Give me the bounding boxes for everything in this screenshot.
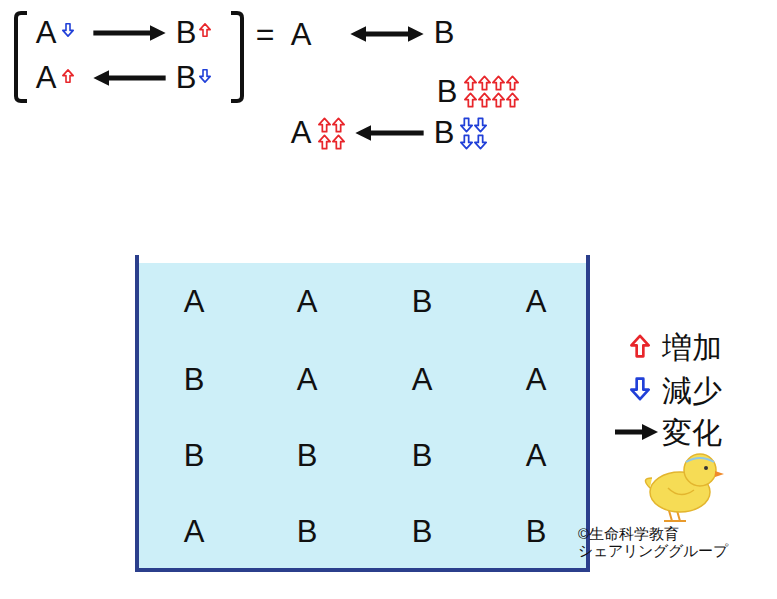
increase-arrow bbox=[333, 135, 344, 148]
species-label: B bbox=[437, 75, 460, 109]
legend-text: 変化 bbox=[662, 416, 722, 449]
molecule-letter: B bbox=[184, 363, 205, 397]
species-label: B bbox=[434, 116, 457, 150]
molecule-letter: B bbox=[412, 439, 433, 473]
species-letter: B bbox=[434, 16, 457, 50]
molecule-letter: B bbox=[526, 515, 547, 549]
copyright-note: ©生命科学教育 シェアリンググループ bbox=[578, 526, 760, 559]
equals-sign: = bbox=[256, 17, 275, 52]
increase-arrow bbox=[319, 135, 330, 148]
legend-increase-arrow bbox=[631, 336, 648, 357]
increase-arrow bbox=[507, 76, 518, 89]
legend-decrease-arrow bbox=[631, 379, 648, 400]
increase-arrow bbox=[493, 76, 504, 89]
molecule-letter: B bbox=[297, 439, 318, 473]
increase-arrow bbox=[493, 93, 504, 106]
chick-illustration bbox=[645, 454, 724, 521]
species-letter: A bbox=[291, 18, 314, 52]
decrease-arrow bbox=[63, 24, 73, 36]
reaction-arrow bbox=[365, 131, 423, 136]
molecule-letter: B bbox=[184, 439, 205, 473]
legend-entry: 増加 bbox=[662, 331, 722, 364]
species-letter: A bbox=[291, 116, 314, 150]
increase-arrow bbox=[200, 24, 210, 36]
increase-arrow bbox=[479, 76, 490, 89]
decrease-arrow bbox=[461, 135, 472, 148]
species-letter: A bbox=[36, 16, 59, 50]
molecule-letter: A bbox=[526, 363, 547, 397]
species-label: B bbox=[434, 16, 457, 50]
species-label: A bbox=[291, 116, 314, 150]
molecule-letter: B bbox=[297, 515, 318, 549]
reaction-arrow bbox=[360, 32, 413, 37]
species-label: B bbox=[176, 16, 199, 50]
molecule-letter: A bbox=[297, 363, 318, 397]
increase-arrow bbox=[319, 118, 330, 131]
species-letter: A bbox=[36, 61, 59, 95]
molecule-letter: A bbox=[412, 363, 433, 397]
reaction-arrow bbox=[93, 31, 155, 36]
molecule-letter: A bbox=[526, 285, 547, 319]
species-label: A bbox=[36, 16, 59, 50]
legend-text: 増加 bbox=[662, 331, 722, 364]
decrease-arrow bbox=[475, 118, 486, 131]
legend-change-arrow bbox=[615, 430, 648, 435]
decrease-arrow bbox=[475, 135, 486, 148]
molecule-letter: A bbox=[184, 515, 205, 549]
bracket bbox=[16, 13, 27, 101]
increase-arrow bbox=[465, 93, 476, 106]
molecule-letter: B bbox=[412, 515, 433, 549]
molecule-letter: A bbox=[526, 439, 547, 473]
species-letter: B bbox=[176, 61, 199, 95]
species-label: B bbox=[176, 61, 199, 95]
decrease-arrow bbox=[200, 70, 210, 82]
increase-arrow bbox=[479, 93, 490, 106]
molecule-letter: B bbox=[412, 285, 433, 319]
molecule-letter: A bbox=[297, 285, 318, 319]
legend-entry: 変化 bbox=[662, 416, 722, 449]
legend-entry: 減少 bbox=[662, 374, 722, 407]
species-letter: B bbox=[434, 116, 457, 150]
species-letter: B bbox=[176, 16, 199, 50]
increase-arrow bbox=[465, 76, 476, 89]
species-letter: B bbox=[437, 75, 460, 109]
species-label: A bbox=[291, 18, 314, 52]
increase-arrow bbox=[333, 118, 344, 131]
increase-arrow bbox=[63, 70, 73, 82]
legend-text: 減少 bbox=[662, 374, 722, 407]
bracket bbox=[231, 13, 242, 101]
molecule-letter: A bbox=[184, 285, 205, 319]
decrease-arrow bbox=[461, 118, 472, 131]
beaker: A A B A B A A A B B B A A B B B bbox=[135, 255, 590, 572]
species-label: A bbox=[36, 61, 59, 95]
reaction-arrow bbox=[103, 76, 165, 81]
increase-arrow bbox=[507, 93, 518, 106]
